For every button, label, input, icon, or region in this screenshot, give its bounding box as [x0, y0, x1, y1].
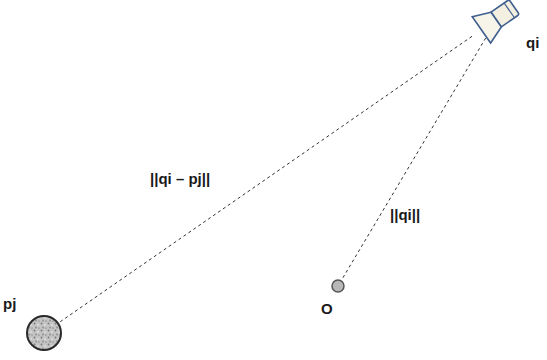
edge-label-holder: ||qi|| — [388, 206, 422, 224]
circle-outline — [331, 279, 345, 293]
point-sphere: pj — [26, 315, 62, 351]
distance-label: ||qi|| — [388, 206, 422, 223]
camera-outline — [472, 0, 522, 38]
camera-detail — [504, 3, 514, 18]
point-label: O — [321, 300, 333, 317]
camera-icon: qi — [472, 0, 522, 38]
circle-outline — [26, 315, 62, 351]
point-label: qi — [526, 34, 539, 51]
distance-line — [59, 36, 472, 322]
origin-point: O — [331, 279, 345, 293]
camera-lens — [472, 6, 505, 43]
distance-line — [342, 38, 486, 280]
point-circle — [332, 280, 344, 292]
point-circle — [27, 316, 61, 350]
point-label: pj — [3, 295, 16, 312]
edge-label-holder: ||qi – pj|| — [148, 170, 212, 188]
distance-label: ||qi – pj|| — [148, 170, 212, 187]
